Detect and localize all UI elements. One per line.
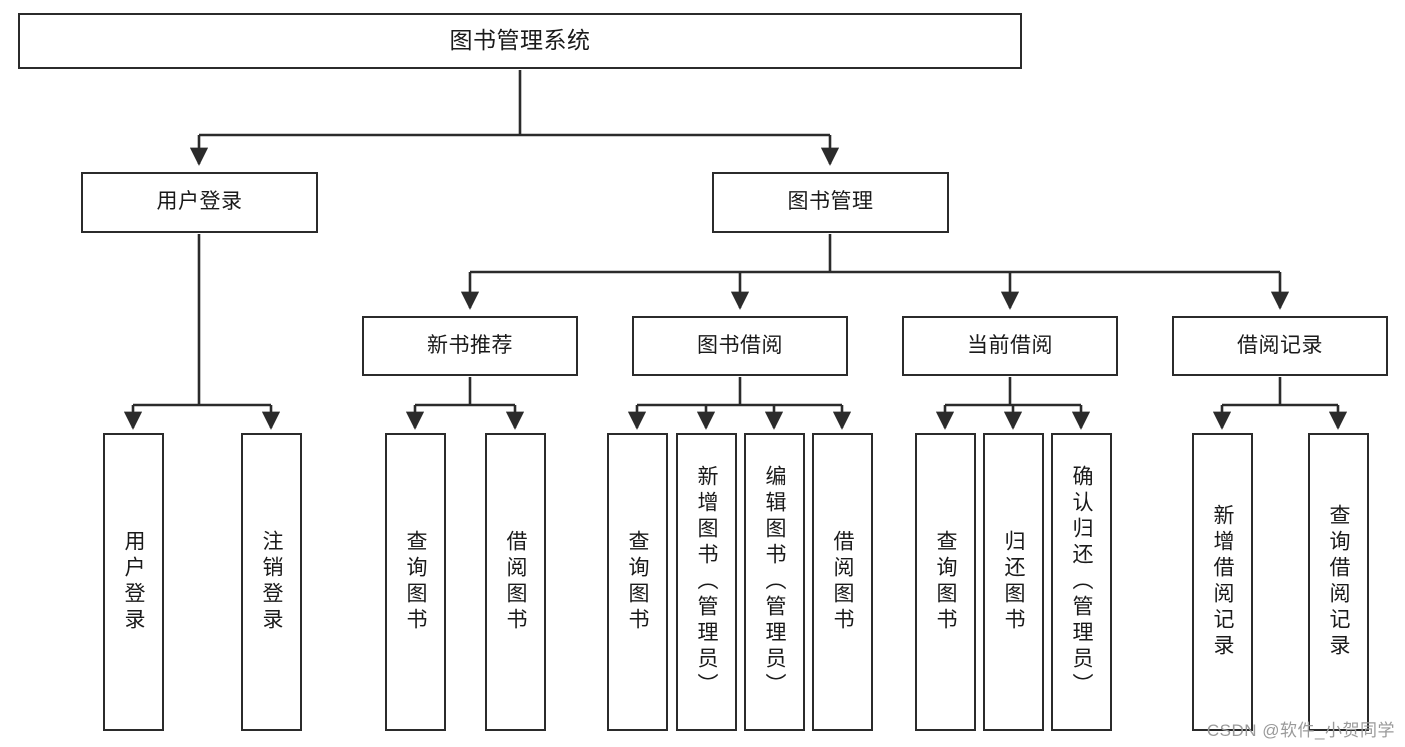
node-borrow-record-label: 借阅记录: [1237, 333, 1323, 357]
node-user-login[interactable]: 用户登录: [81, 172, 318, 233]
leaf-user-login-signin-label: 用户登录: [122, 530, 145, 634]
leaf-current-return-book[interactable]: 归还图书: [983, 433, 1044, 731]
node-new-book-recommend[interactable]: 新书推荐: [362, 316, 578, 376]
leaf-recommend-borrow-book-label: 借阅图书: [504, 530, 527, 634]
leaf-current-query-book-label: 查询图书: [934, 530, 957, 634]
leaf-current-confirm-return[interactable]: 确认归还（管理员）: [1051, 433, 1112, 731]
watermark-text: CSDN @软件_小贺同学: [1206, 721, 1395, 740]
leaf-user-login-signin[interactable]: 用户登录: [103, 433, 164, 731]
leaf-user-login-signout-label: 注销登录: [260, 530, 283, 634]
node-root-label: 图书管理系统: [449, 27, 591, 54]
leaf-user-login-signout[interactable]: 注销登录: [241, 433, 302, 731]
leaf-borrow-add-book[interactable]: 新增图书（管理员）: [676, 433, 737, 731]
leaf-borrow-query-book[interactable]: 查询图书: [607, 433, 668, 731]
node-root[interactable]: 图书管理系统: [18, 13, 1022, 69]
leaf-borrow-query-book-label: 查询图书: [626, 530, 649, 634]
node-current-borrow[interactable]: 当前借阅: [902, 316, 1118, 376]
leaf-record-query-record[interactable]: 查询借阅记录: [1308, 433, 1369, 731]
leaf-recommend-borrow-book[interactable]: 借阅图书: [485, 433, 546, 731]
leaf-current-confirm-return-label: 确认归还（管理员）: [1070, 465, 1093, 699]
leaf-borrow-borrow-book-label: 借阅图书: [831, 530, 854, 634]
leaf-borrow-edit-book-label: 编辑图书（管理员）: [763, 465, 786, 699]
leaf-record-add-record[interactable]: 新增借阅记录: [1192, 433, 1253, 731]
node-borrow-record[interactable]: 借阅记录: [1172, 316, 1388, 376]
node-book-management[interactable]: 图书管理: [712, 172, 949, 233]
node-book-borrow[interactable]: 图书借阅: [632, 316, 848, 376]
node-book-management-label: 图书管理: [787, 190, 874, 214]
leaf-borrow-borrow-book[interactable]: 借阅图书: [812, 433, 873, 731]
leaf-record-add-record-label: 新增借阅记录: [1211, 504, 1234, 660]
node-user-login-label: 用户登录: [156, 190, 243, 214]
leaf-current-return-book-label: 归还图书: [1002, 530, 1025, 634]
leaf-current-query-book[interactable]: 查询图书: [915, 433, 976, 731]
leaf-borrow-add-book-label: 新增图书（管理员）: [695, 465, 718, 699]
node-new-book-recommend-label: 新书推荐: [427, 333, 513, 357]
node-current-borrow-label: 当前借阅: [967, 333, 1053, 357]
leaf-recommend-query-book-label: 查询图书: [404, 530, 427, 634]
node-book-borrow-label: 图书借阅: [697, 333, 783, 357]
leaf-recommend-query-book[interactable]: 查询图书: [385, 433, 446, 731]
leaf-borrow-edit-book[interactable]: 编辑图书（管理员）: [744, 433, 805, 731]
leaf-record-query-record-label: 查询借阅记录: [1327, 504, 1350, 660]
